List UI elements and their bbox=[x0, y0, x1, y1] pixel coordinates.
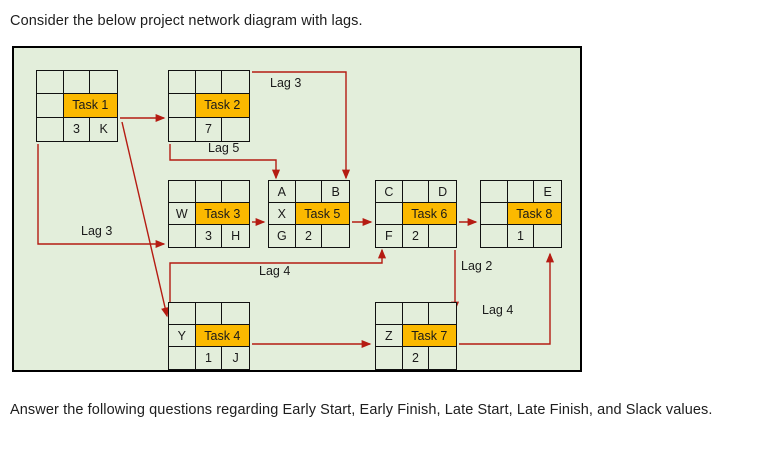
task7-name: Task 7 bbox=[402, 325, 456, 347]
task3-cell-top-left bbox=[169, 181, 196, 203]
task2-cell-mid-left bbox=[169, 94, 196, 118]
task5-cell-mid-left: X bbox=[269, 203, 296, 225]
task-node-task1[interactable]: Task 1 3 K bbox=[36, 70, 118, 142]
task8-cell-top-right: E bbox=[534, 181, 561, 203]
task2-cell-top-mid bbox=[195, 71, 223, 95]
task4-cell-top-right bbox=[222, 303, 249, 325]
task1-cell-top-left bbox=[37, 71, 64, 95]
task4-name: Task 4 bbox=[195, 325, 249, 347]
task8-cell-bottom-left bbox=[481, 225, 508, 247]
task7-cell-top-mid bbox=[402, 303, 430, 325]
task3-cell-bottom-right: H bbox=[231, 229, 241, 243]
task6-cell-top-left: C bbox=[376, 181, 403, 203]
task8-cell-duration: 1 bbox=[508, 225, 535, 247]
lag-label-task7-task8: Lag 4 bbox=[482, 303, 514, 317]
lag-label-task6-task7: Lag 2 bbox=[461, 259, 493, 273]
task5-cell-top-mid bbox=[295, 181, 323, 203]
task8-cell-mid-left bbox=[481, 203, 508, 225]
task-node-task4[interactable]: Y Task 4 1 J bbox=[168, 302, 250, 370]
task8-cell-top-left bbox=[481, 181, 508, 203]
task4-cell-bottom-left bbox=[169, 347, 196, 369]
task2-cell-top-right bbox=[222, 71, 249, 95]
lag-label-task2-task5: Lag 3 bbox=[270, 76, 302, 90]
task3-cell-bottom-left bbox=[169, 225, 196, 247]
task5-cell-top-right: B bbox=[322, 181, 349, 203]
task7-cell-mid-left: Z bbox=[376, 325, 403, 347]
task4-cell-top-mid bbox=[195, 303, 223, 325]
task6-cell-mid-left bbox=[376, 203, 403, 225]
lag-label-task2-task3: Lag 5 bbox=[208, 141, 240, 155]
task8-name: Task 8 bbox=[507, 203, 561, 225]
task1-cell-bottom-left bbox=[37, 117, 64, 141]
task3-name: Task 3 bbox=[195, 203, 249, 225]
task6-cell-top-mid bbox=[402, 181, 430, 203]
task4-cell-bottom-right: J bbox=[232, 351, 239, 365]
task7-cell-top-left bbox=[376, 303, 403, 325]
task5-cell-top-left: A bbox=[269, 181, 296, 203]
task4-cell-top-left bbox=[169, 303, 196, 325]
task1-cell-duration: 3 bbox=[64, 117, 91, 141]
lag-label-task4-task6: Lag 4 bbox=[259, 264, 291, 278]
task3-cell-top-right bbox=[222, 181, 249, 203]
task6-cell-bottom-right bbox=[429, 225, 456, 247]
task6-cell-bottom-left: F bbox=[376, 225, 403, 247]
task2-cell-top-left bbox=[169, 71, 196, 95]
task5-cell-bottom-right bbox=[322, 225, 349, 247]
lag-label-task1-task3: Lag 3 bbox=[81, 224, 113, 238]
task-node-task8[interactable]: E Task 8 1 bbox=[480, 180, 562, 248]
task3-cell-mid-left: W bbox=[169, 203, 196, 225]
task1-cell-top-right bbox=[90, 71, 117, 95]
task1-name: Task 1 bbox=[63, 94, 117, 118]
task8-cell-bottom-right bbox=[534, 225, 561, 247]
task3-cell-top-mid bbox=[195, 181, 223, 203]
task4-cell-duration: 1 bbox=[196, 347, 223, 369]
task1-cell-mid-left bbox=[37, 94, 64, 118]
task7-cell-top-right bbox=[429, 303, 456, 325]
task2-cell-bottom-right bbox=[222, 118, 249, 141]
task5-cell-bottom-left: G bbox=[269, 225, 296, 247]
task-node-task3[interactable]: W Task 3 3 H bbox=[168, 180, 250, 248]
task-node-task6[interactable]: C D Task 6 F 2 bbox=[375, 180, 457, 248]
task-node-task5[interactable]: A B X Task 5 G 2 bbox=[268, 180, 350, 248]
task2-cell-duration: 7 bbox=[196, 117, 223, 141]
task6-cell-duration: 2 bbox=[403, 225, 430, 247]
task1-cell-bottom-right: K bbox=[99, 122, 108, 137]
task7-cell-bottom-left bbox=[376, 347, 403, 369]
task7-cell-bottom-right bbox=[429, 347, 456, 369]
intro-paragraph: Consider the below project network diagr… bbox=[10, 13, 363, 29]
task7-cell-duration: 2 bbox=[403, 347, 430, 369]
task3-cell-duration: 3 bbox=[196, 225, 223, 247]
task4-cell-mid-left: Y bbox=[169, 325, 196, 347]
task2-name: Task 2 bbox=[195, 94, 249, 118]
task1-cell-top-mid bbox=[63, 71, 91, 95]
outro-paragraph: Answer the following questions regarding… bbox=[10, 402, 713, 418]
task6-cell-top-right: D bbox=[429, 181, 456, 203]
task6-name: Task 6 bbox=[402, 203, 456, 225]
task5-name: Task 5 bbox=[295, 203, 349, 225]
task5-cell-duration: 2 bbox=[296, 225, 323, 247]
task8-cell-top-mid bbox=[507, 181, 535, 203]
network-diagram-panel: Task 1 3 K Task 2 7 W Task 3 3 H A B X T… bbox=[12, 46, 582, 372]
task-node-task2[interactable]: Task 2 7 bbox=[168, 70, 250, 142]
task-node-task7[interactable]: Z Task 7 2 bbox=[375, 302, 457, 370]
task2-cell-bottom-left bbox=[169, 117, 196, 141]
